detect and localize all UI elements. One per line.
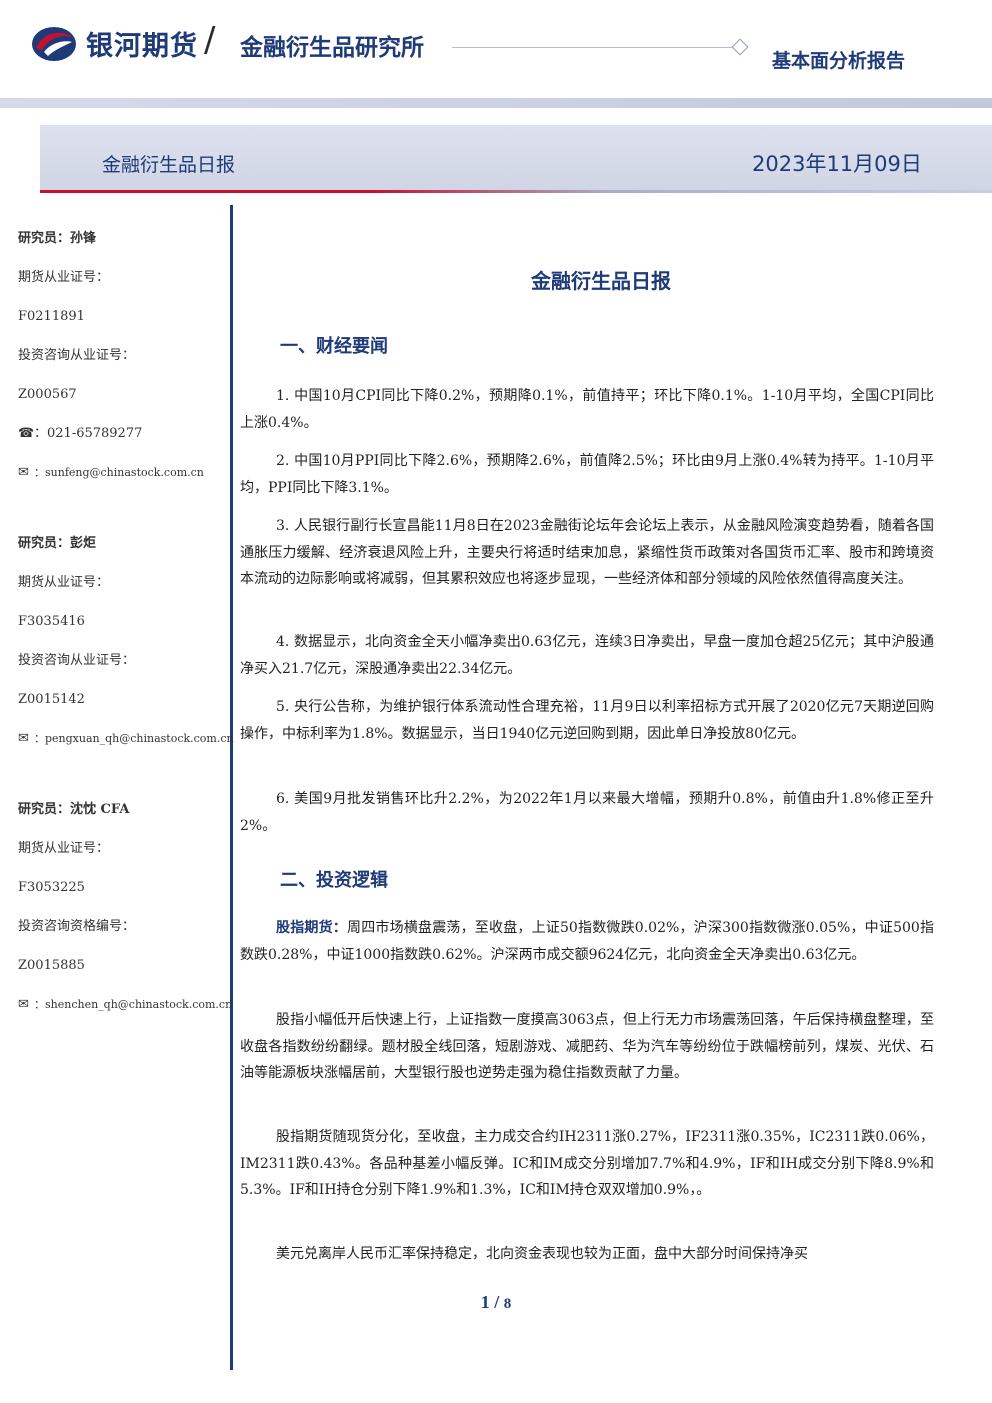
consult-number: Z000567 <box>18 387 77 402</box>
analyst-name: 研究员：彭炬 <box>18 536 97 551</box>
email-row: ✉ ：pengxuan_qh@chinastock.com.cn <box>18 725 234 764</box>
analysis-paragraph: 股指小幅低开后快速上行，上证指数一度摸高3063点，但上行无力市场震荡回落，午后… <box>240 1012 934 1081</box>
galaxy-logo-icon <box>32 27 76 61</box>
diamond-icon <box>731 38 749 56</box>
news-item: 5. 央行公告称，为维护银行体系流动性合理充裕，11月9日以利率招标方式开展了2… <box>240 699 934 742</box>
news-item: 2. 中国10月PPI同比下降2.6%，预期降2.6%，前值降2.5%；环比由9… <box>240 453 934 496</box>
phone-number: ：021-65789277 <box>34 426 143 441</box>
analyst-card: 研究员：孙锋 期货从业证号： F0211891 投资咨询从业证号： Z00056… <box>18 225 223 498</box>
index-futures-label: 股指期货： <box>276 920 347 936</box>
brand-name: 银河期货 <box>86 31 198 62</box>
current-page: 1 <box>480 1292 490 1312</box>
header-divider-line <box>452 47 734 48</box>
page-number: 1 / 8 <box>0 1292 992 1313</box>
header-stripe <box>0 98 992 108</box>
license-number: F3035416 <box>18 614 85 629</box>
section-heading-news: 一、财经要闻 <box>280 336 388 357</box>
email-address[interactable]: ：shenchen_qh@chinastock.com.cn <box>34 998 233 1011</box>
section-heading-logic: 二、投资逻辑 <box>280 870 388 891</box>
license-label: 期货从业证号： <box>18 841 110 856</box>
mail-icon: ✉ <box>18 465 29 480</box>
mail-icon: ✉ <box>18 731 29 746</box>
institute-name: 金融衍生品研究所 <box>240 35 424 61</box>
phone-row: ☎：021-65789277 <box>18 420 223 459</box>
brand-separator: / <box>204 20 216 60</box>
banner-underline <box>40 190 992 193</box>
consult-number: Z0015142 <box>18 692 85 707</box>
news-item: 1. 中国10月CPI同比下降0.2%，预期降0.1%，前值持平；环比下降0.1… <box>240 388 934 431</box>
email-row: ✉ ：shenchen_qh@chinastock.com.cn <box>18 991 232 1030</box>
index-futures-paragraph: 股指期货：周四市场横盘震荡，至收盘，上证50指数微跌0.02%，沪深300指数微… <box>240 915 934 968</box>
consult-label: 投资咨询从业证号： <box>18 653 136 668</box>
license-label: 期货从业证号： <box>18 270 110 285</box>
license-label: 期货从业证号： <box>18 575 110 590</box>
news-item: 6. 美国9月批发销售环比升2.2%，为2022年1月以来最大增幅，预期升0.8… <box>240 791 934 834</box>
analysis-paragraph: 股指期货随现货分化，至收盘，主力成交合约IH2311涨0.27%，IF2311涨… <box>240 1129 934 1198</box>
consult-label: 投资咨询从业证号： <box>18 348 136 363</box>
analyst-name: 研究员：沈忱 CFA <box>18 802 130 817</box>
page-separator: / <box>489 1292 504 1312</box>
email-row: ✉ ：sunfeng@chinastock.com.cn <box>18 459 223 498</box>
phone-icon: ☎ <box>18 426 35 441</box>
sidebar-divider <box>230 205 233 1370</box>
index-futures-text: 周四市场横盘震荡，至收盘，上证50指数微跌0.02%，沪深300指数微涨0.05… <box>240 920 934 963</box>
analyst-card: 研究员：彭炬 期货从业证号： F3035416 投资咨询从业证号： Z00151… <box>18 530 234 764</box>
license-number: F3053225 <box>18 880 85 895</box>
report-date: 2023年11月09日 <box>752 152 922 176</box>
news-item: 4. 数据显示，北向资金全天小幅净卖出0.63亿元，连续3日净卖出，早盘一度加仓… <box>240 634 934 677</box>
mail-icon: ✉ <box>18 997 29 1012</box>
total-pages: 8 <box>503 1296 512 1312</box>
license-number: F0211891 <box>18 309 85 324</box>
analyst-name: 研究员：孙锋 <box>18 231 97 246</box>
analyst-card: 研究员：沈忱 CFA 期货从业证号： F3053225 投资咨询资格编号： Z0… <box>18 796 232 1030</box>
analysis-paragraph: 美元兑离岸人民币汇率保持稳定，北向资金表现也较为正面，盘中大部分时间保持净买 <box>276 1246 808 1262</box>
consult-label: 投资咨询资格编号： <box>18 919 136 934</box>
email-address[interactable]: ：sunfeng@chinastock.com.cn <box>34 466 204 479</box>
report-type: 基本面分析报告 <box>772 50 906 72</box>
consult-number: Z0015885 <box>18 958 85 973</box>
email-address[interactable]: ：pengxuan_qh@chinastock.com.cn <box>34 732 234 745</box>
analyst-sidebar: 研究员：孙锋 期货从业证号： F0211891 投资咨询从业证号： Z00056… <box>18 225 234 1062</box>
page-header: 银河期货 / 金融衍生品研究所 基本面分析报告 <box>0 0 992 100</box>
news-item: 3. 人民银行副行长宣昌能11月8日在2023金融街论坛年会论坛上表示，从金融风… <box>240 518 934 587</box>
banner-title: 金融衍生品日报 <box>102 154 236 176</box>
document-title: 金融衍生品日报 <box>531 269 671 293</box>
title-banner <box>40 125 992 191</box>
